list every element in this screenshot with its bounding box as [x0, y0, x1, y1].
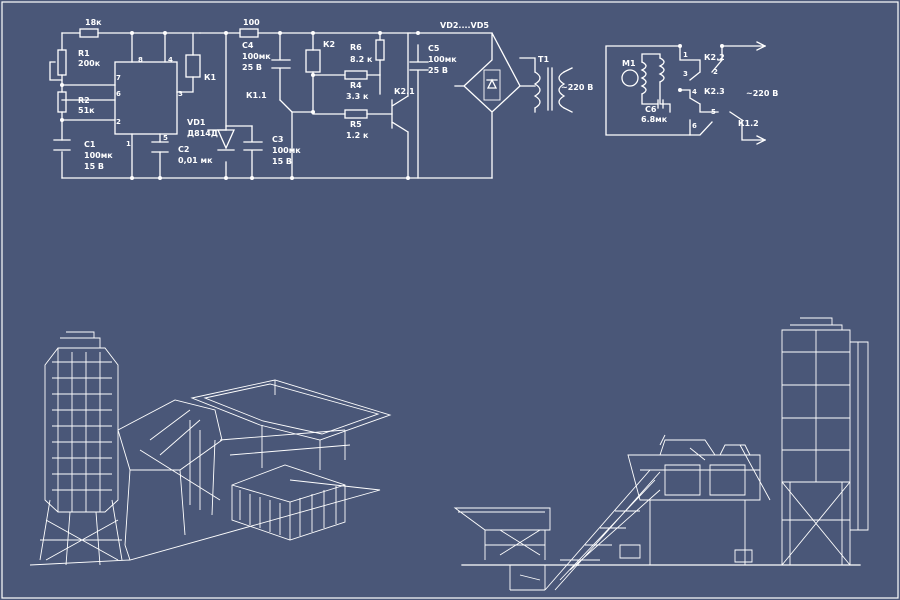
label-c6-val: 6.8мк — [641, 115, 668, 124]
concrete-plant-isometric-drawing — [29, 331, 392, 566]
transformer-t1 — [533, 71, 541, 109]
diode-bridge — [463, 32, 521, 179]
label-vd-bridge: VD2....VD5 — [440, 21, 489, 30]
label-r100: 100 — [243, 18, 260, 27]
label-vd1: VD1 — [187, 118, 206, 127]
label-k23: К2.3 — [704, 87, 725, 96]
label-r6-val: 8.2 к — [350, 55, 373, 64]
label-c3-v: 15 В — [272, 157, 292, 166]
label-r5-val: 1.2 к — [346, 131, 369, 140]
label-pin1: 1 — [126, 140, 131, 148]
label-c4-v: 25 В — [242, 63, 262, 72]
label-pin4: 4 — [168, 56, 173, 64]
label-node5: 5 — [711, 108, 716, 116]
relay-k2 — [305, 49, 321, 73]
label-r-top: 18к — [85, 18, 102, 27]
label-r1-val: 200к — [78, 59, 101, 68]
label-c4: C4 — [242, 41, 254, 50]
label-r4: R4 — [350, 81, 362, 90]
label-r2-val: 51к — [78, 106, 95, 115]
label-node3: 3 — [683, 70, 688, 78]
label-c5-v: 25 В — [428, 66, 448, 75]
label-k22: К2.2 — [704, 53, 725, 62]
label-c3-val: 100мк — [272, 146, 301, 155]
label-r5: R5 — [350, 120, 362, 129]
label-c5: C5 — [428, 44, 440, 53]
label-mains-motor: ~220 В — [746, 89, 778, 98]
label-c2: C2 — [178, 145, 189, 154]
label-r1: R1 — [78, 49, 90, 58]
resistor-r4 — [344, 70, 368, 80]
label-vd1-val: Д814Д — [187, 129, 218, 138]
concrete-plant-side-elevation-drawing — [453, 317, 869, 591]
label-r2: R2 — [78, 96, 90, 105]
label-node4: 4 — [692, 88, 697, 96]
label-r6: R6 — [350, 43, 362, 52]
label-k11: К1.1 — [246, 91, 267, 100]
label-node1: 1 — [683, 51, 688, 59]
resistor-r5 — [344, 109, 368, 119]
label-c5-val: 100мк — [428, 55, 457, 64]
resistor-100 — [239, 28, 259, 38]
label-pin2: 2 — [116, 118, 121, 126]
label-c1-val: 100мк — [84, 151, 113, 160]
label-pin8: 8 — [138, 56, 143, 64]
label-k12: К1.2 — [738, 119, 759, 128]
label-pin6: 6 — [116, 90, 121, 98]
label-c4-val: 100мк — [242, 52, 271, 61]
resistor-r6 — [375, 39, 385, 61]
label-pin3: 3 — [178, 90, 183, 98]
main-circuit-schematic: 18к R1 200к R2 51к C1 100мк 15 В 8 4 7 6… — [49, 18, 593, 180]
timer-ic — [114, 61, 178, 135]
label-node2: 2 — [713, 68, 718, 76]
label-c3: C3 — [272, 135, 283, 144]
label-c1: C1 — [84, 140, 96, 149]
motor-m1 — [621, 69, 639, 87]
label-t1: T1 — [538, 55, 549, 64]
label-pin5: 5 — [163, 134, 168, 142]
label-node6: 6 — [692, 122, 697, 130]
label-c1-v: 15 В — [84, 162, 104, 171]
resistor-18k — [79, 28, 99, 38]
resistor-r1 — [57, 49, 67, 76]
motor-circuit-schematic: M1 C6 6.8мк 1 2 3 4 5 6 К2.2 К2.3 К1.2 ~… — [605, 41, 778, 145]
relay-k1 — [185, 54, 201, 78]
label-c6: C6 — [645, 105, 657, 114]
label-k2: К2 — [323, 40, 335, 49]
label-k21: К2.1 — [394, 87, 415, 96]
label-c2-val: 0,01 мк — [178, 156, 213, 165]
label-pin7: 7 — [116, 74, 121, 82]
label-m1: M1 — [622, 59, 636, 68]
label-k1: К1 — [204, 73, 217, 82]
label-r4-val: 3.3 к — [346, 92, 369, 101]
label-mains-main: ~220 В — [561, 83, 593, 92]
resistor-r2 — [57, 91, 67, 113]
